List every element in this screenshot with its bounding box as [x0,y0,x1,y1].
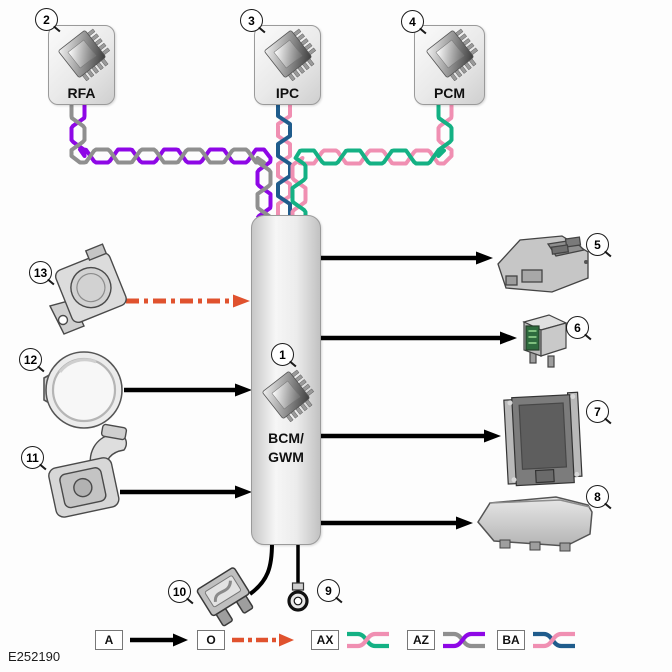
arrow-bcm-to-7 [320,429,501,443]
legend-item-ba: BA [497,630,577,650]
callout-12: 12 [19,348,42,371]
arrow-bcm-to-6 [320,331,517,345]
relay-icon [522,314,568,368]
twisted-pair-ax-icon [347,631,389,649]
callout-3: 3 [240,9,263,32]
module-bcm-gwm-label: BCM/ GWM [268,430,304,465]
dash-dot-arrow-icon [232,633,294,647]
ecu-module-icon [503,391,583,487]
arrow-13-to-bcm-dashdot [126,294,250,308]
callout-6: 6 [566,316,589,339]
module-rfa-label: RFA [67,85,96,101]
fuse-icon [196,567,254,627]
latch-actuator-icon [497,235,589,293]
arrow-12-to-bcm [124,383,252,397]
ground-eyelet-icon [287,582,309,612]
arrow-bcm-to-5 [320,251,493,265]
legend-item-a: A [95,630,189,650]
legend-item-az: AZ [407,630,487,650]
module-ipc-label: IPC [275,85,300,101]
legend-item-o: O [197,630,295,650]
module-pcm-label: PCM [433,85,466,101]
legend-code-o: O [197,630,225,650]
duct-module-icon [48,423,128,518]
legend-code-ax: AX [311,630,339,650]
module-pcm: PCM [414,25,485,105]
module-rfa: RFA [48,25,116,105]
legend-code-ba: BA [497,630,525,650]
chip-icon [51,25,116,88]
module-ipc: IPC [254,25,322,105]
module-bcm-gwm: BCM/ GWM [251,215,321,545]
callout-11: 11 [21,446,44,469]
chip-icon [257,25,322,88]
chip-icon [255,366,321,429]
callout-4: 4 [401,10,424,33]
sensor-bracket-icon [48,243,127,335]
twisted-pair-az-icon [443,631,485,649]
power-lead-to-fuse [248,542,274,596]
callout-7: 7 [586,400,609,423]
legend-item-ax: AX [311,630,391,650]
twisted-pair-ba-icon [533,631,575,649]
callout-9: 9 [317,579,340,602]
twisted-pair-wires [69,104,454,220]
callout-13: 13 [29,261,52,284]
arrow-bcm-to-8 [320,516,473,530]
figure-id: E252190 [8,649,61,664]
lamp-module-icon [477,496,593,552]
callout-2: 2 [35,8,58,31]
horn-icon [43,351,123,429]
chip-icon [419,25,484,88]
output-arrows [120,251,517,530]
callout-5: 5 [586,233,609,256]
arrow-11-to-bcm [120,485,252,499]
solid-arrow-icon [130,633,188,647]
callout-10: 10 [168,580,191,603]
legend-code-a: A [95,630,123,650]
callout-8: 8 [586,485,609,508]
callout-1: 1 [271,343,294,366]
legend-code-az: AZ [407,630,435,650]
